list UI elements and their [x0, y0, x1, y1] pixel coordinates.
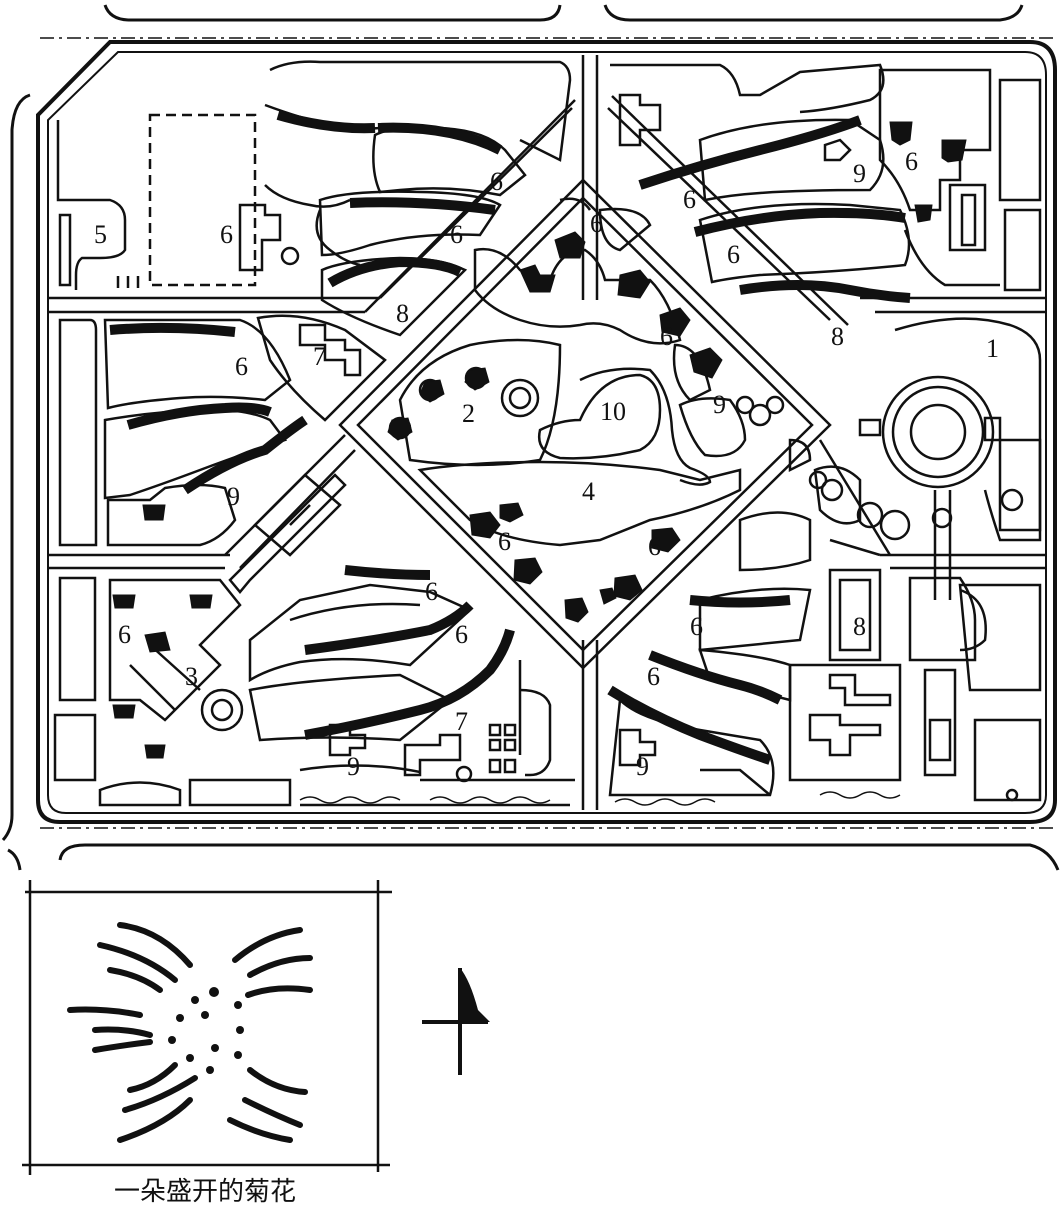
zone-label: 6	[660, 322, 673, 351]
zone-label: 6	[727, 240, 740, 269]
zone-label: 2	[462, 399, 475, 428]
zone-label: 9	[713, 390, 726, 419]
zone-label: 6	[425, 577, 438, 606]
chrysanthemum-center	[168, 987, 244, 1074]
zone-label: 6	[235, 352, 248, 381]
zone-label: 9	[636, 752, 649, 781]
zone-label: 9	[853, 159, 866, 188]
chrysanthemum-petals	[67, 922, 313, 1143]
outer-roads	[1, 4, 1060, 871]
zone-label: 8	[396, 299, 409, 328]
zone-label: 7	[313, 342, 326, 371]
zone-label: 1	[986, 334, 999, 363]
zone-label: 5	[94, 220, 107, 249]
zone-label: 6	[590, 209, 603, 238]
site-boundary	[36, 40, 1057, 824]
tower-buildings	[112, 121, 967, 759]
sketch-caption: 一朵盛开的菊花	[114, 1177, 296, 1206]
zone-label: 4	[582, 477, 595, 506]
central-park	[388, 197, 812, 547]
zone-label: 6	[690, 612, 703, 641]
block-south-center	[299, 660, 575, 807]
concept-sketch: 一朵盛开的菊花	[22, 880, 392, 1206]
block-west	[58, 314, 387, 547]
residential-slabs	[109, 110, 911, 765]
zone-label: 10	[600, 397, 626, 426]
zone-label: 9	[347, 752, 360, 781]
zone-label: 9	[227, 482, 240, 511]
zone-label: 8	[831, 322, 844, 351]
zone-label: 8	[853, 612, 866, 641]
zone-label: 6	[490, 167, 503, 196]
block-northwest	[56, 60, 572, 337]
north-arrow-icon	[422, 968, 490, 1075]
zone-labels: 1 2 3 4 5 6 6 6 6 6 6 6 6 6 6 6 6 6 6 6 …	[94, 147, 999, 781]
zone-label: 6	[647, 662, 660, 691]
zone-label: 7	[455, 707, 468, 736]
zone-label: 6	[450, 220, 463, 249]
zone-label: 6	[498, 527, 511, 556]
zone-label: 6	[118, 620, 131, 649]
zone-label: 6	[220, 220, 233, 249]
zone-label: 6	[648, 532, 661, 561]
south-edge-texture	[299, 791, 901, 806]
block-east	[808, 317, 1042, 600]
zone-label: 6	[905, 147, 918, 176]
zone-label: 6	[683, 185, 696, 214]
zone-label: 3	[185, 662, 198, 691]
zone-label: 6	[455, 620, 468, 649]
internal-roads	[48, 55, 1046, 810]
